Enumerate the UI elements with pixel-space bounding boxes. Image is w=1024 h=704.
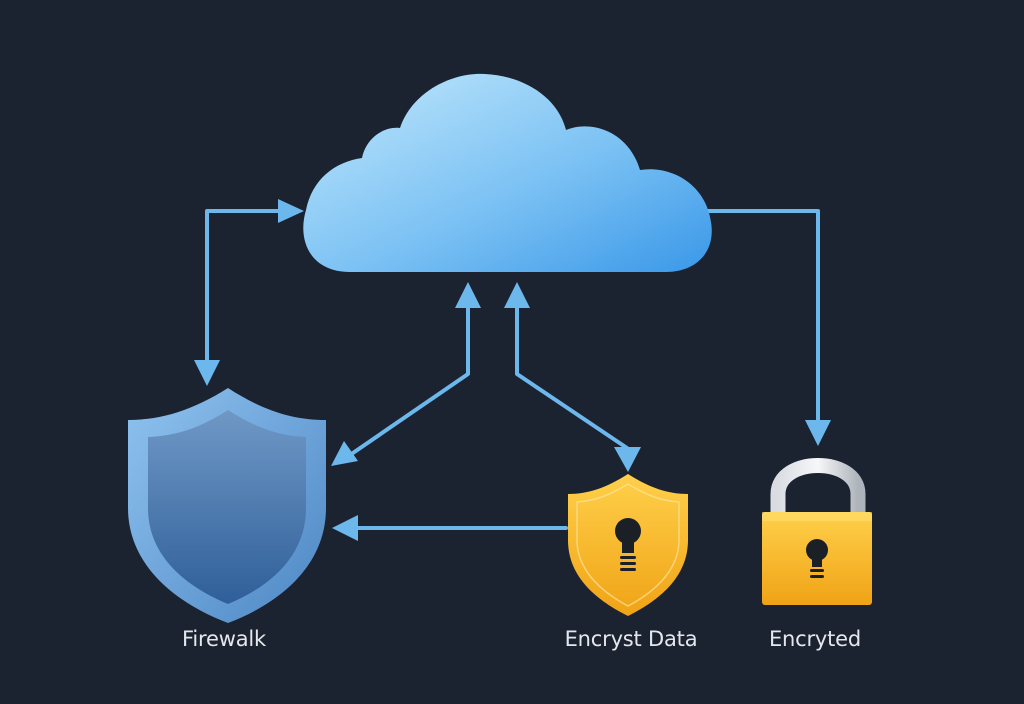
arrowhead-diagonal-firewall [331, 441, 358, 466]
arrowhead-to-encrypted [805, 420, 831, 446]
cloud-icon [303, 73, 712, 272]
padlock-icon [762, 458, 872, 605]
shield-icon [128, 388, 326, 623]
connector-cloud-encrypt [515, 300, 629, 450]
padlock-keyhole-icon [806, 539, 828, 561]
encrypt-data-label: Encryst Data [564, 627, 698, 651]
arrowhead-to-cloud-left [278, 199, 304, 223]
connector-cloud-encrypted [706, 209, 820, 426]
arrowhead-up-right [504, 282, 530, 308]
shield-keyhole-icon [568, 474, 688, 616]
firewall-label: Firewalk [182, 627, 266, 651]
encrypted-label: Encryted [768, 627, 862, 651]
arrowhead-horizontal-firewall [332, 515, 358, 541]
connector-to-firewall-diagonal [348, 300, 470, 457]
keyhole-icon [615, 518, 641, 544]
connector-cloud-firewall [205, 209, 284, 368]
arrowhead-to-encrypt-data [614, 447, 641, 472]
arrowhead-up-left [455, 282, 481, 308]
arrowhead-to-firewall-top [194, 360, 220, 386]
